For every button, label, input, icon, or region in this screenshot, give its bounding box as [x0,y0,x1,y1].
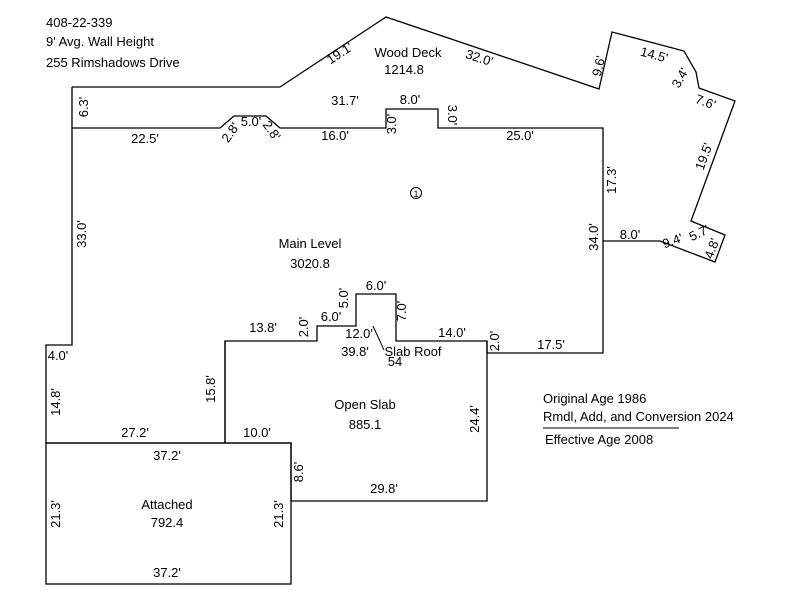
dimension-label: 5.0' [336,288,351,309]
dimension-label: 2.0' [487,331,502,352]
dimension-label: 9.6' [589,54,608,77]
attached-label: Attached [141,497,192,512]
attached-outline [45,442,292,585]
dimension-label: 4.0' [48,348,69,363]
wood-deck-outline [72,16,736,263]
slab-roof-leader [372,325,385,351]
main-level-area: 3020.8 [290,256,330,271]
remodel-note: Rmdl, Add, and Conversion 2024 [543,409,734,424]
dimension-label: 19.5' [692,141,716,172]
dimension-label: 2.8' [218,120,242,145]
dimension-label: 25.0' [506,128,534,143]
dimension-label: 5.0' [241,114,262,129]
dimension-label: 37.2' [153,565,181,580]
dimension-label: 29.8' [370,481,398,496]
open-slab-label: Open Slab [334,397,395,412]
dimension-label: 21.3' [48,500,63,528]
open-slab-area: 885.1 [349,417,382,432]
dimension-label: 16.0' [321,128,349,143]
dimension-label: 8.0' [400,92,421,107]
dimension-label: 14.0' [438,325,466,340]
dimension-label: 17.5' [537,337,565,352]
dimension-label: 27.2' [121,425,149,440]
dimension-label: 39.8' [341,344,369,359]
dimension-label: 37.2' [153,448,181,463]
dimension-label: 6.0' [366,278,387,293]
original-age: Original Age 1986 [543,391,646,406]
dimension-label: 4.8' [701,236,722,260]
dimension-label: 21.3' [271,500,286,528]
dimension-label: 7.6' [693,91,717,112]
dimension-label: 3.4' [668,65,691,90]
slab-roof-label: Slab Roof [384,344,441,359]
parcel-id: 408-22-339 [46,15,113,30]
dimension-label: 10.0' [243,425,271,440]
dimension-label: 19.1' [324,39,355,67]
dimension-label: 7.0' [394,301,409,322]
dimension-label: 8.6' [291,462,306,483]
dimension-label: 14.5' [639,44,670,66]
dimension-label: 3.0' [445,105,460,126]
dimension-label: 6.0' [321,309,342,324]
main-level-label: Main Level [279,236,342,251]
effective-age: Effective Age 2008 [545,432,653,447]
slab-roof-area: 54 [388,354,402,369]
wall-height: 9' Avg. Wall Height [46,34,154,49]
dimension-label: 22.5' [131,131,159,146]
dimension-label: 14.8' [48,388,63,416]
dimension-label: 2.8' [260,118,284,143]
dimension-label: 15.8' [203,375,218,403]
dimension-label: 8.0' [620,227,641,242]
dimension-label: 2.0' [296,317,311,338]
wood-deck-label: Wood Deck [375,45,442,60]
sketch-marker-circle [410,187,422,199]
sketch-marker-number: 1 [413,189,418,199]
dimension-label: 24.4' [467,405,482,433]
dimension-label: 6.3' [76,97,91,118]
dimension-label: 3.0' [384,114,399,135]
address: 255 Rimshadows Drive [46,55,180,70]
dimension-label: 33.0' [74,220,89,248]
dimension-label: 31.7' [331,93,359,108]
dimension-label: 13.8' [249,320,277,335]
dimension-label: 17.3' [604,166,619,194]
dimension-label: 9.4' [660,230,684,251]
dimension-label: 34.0' [586,223,601,251]
attached-area: 792.4 [151,515,184,530]
dimension-label: 12.0' [345,326,373,341]
wood-deck-area: 1214.8 [384,62,424,77]
dimension-label: 32.0' [464,46,495,69]
